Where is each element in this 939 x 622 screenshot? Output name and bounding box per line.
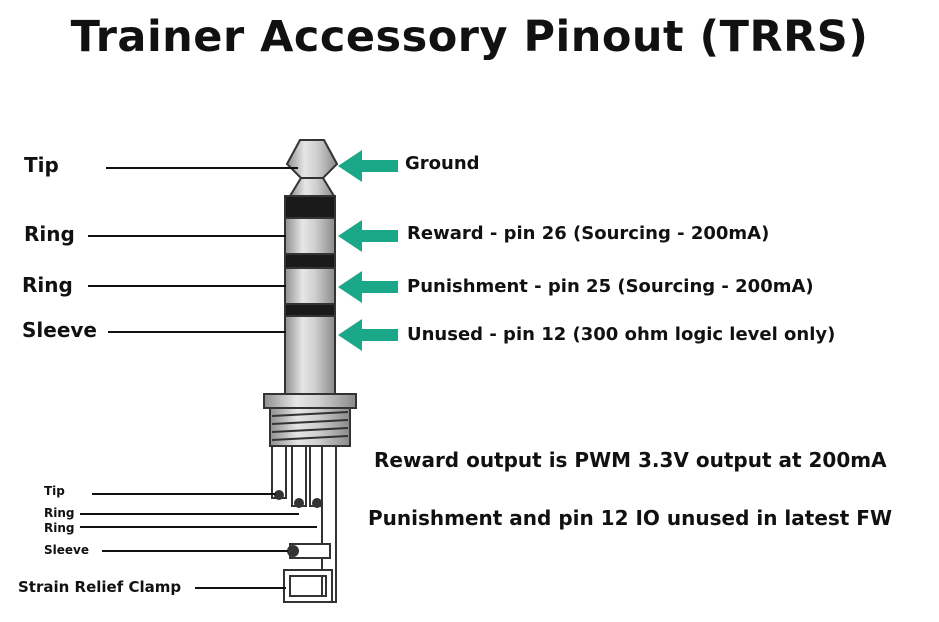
terminal-ring-1	[291, 445, 307, 507]
solder-dot-tip	[274, 490, 284, 500]
plug-sleeve	[284, 315, 336, 395]
solder-label-strain-relief: Strain Relief Clamp	[18, 578, 182, 596]
label-ring-1: Ring	[24, 222, 75, 246]
plug-neck	[288, 177, 336, 197]
thread-lines	[271, 411, 349, 441]
arrow-ring-1-icon	[338, 220, 398, 252]
solder-dot-sleeve	[287, 545, 299, 557]
solder-label-ring-2: Ring	[44, 521, 75, 535]
solder-label-ring-1: Ring	[44, 506, 75, 520]
plug-tip	[285, 139, 339, 179]
solder-dot-ring-1	[294, 498, 304, 508]
arrow-sleeve-icon	[338, 319, 398, 351]
insulator-band-2	[284, 253, 336, 269]
solder-label-tip: Tip	[44, 484, 65, 498]
pin-desc-sleeve: Unused - pin 12 (300 ohm logic level onl…	[407, 324, 836, 345]
strain-relief-clamp	[283, 569, 333, 603]
label-ring-2: Ring	[22, 273, 73, 297]
note-reward: Reward output is PWM 3.3V output at 200m…	[374, 448, 887, 472]
plug-ring-1	[284, 217, 336, 255]
arrow-ring-2-icon	[338, 271, 398, 303]
pin-desc-ring-1: Reward - pin 26 (Sourcing - 200mA)	[407, 223, 770, 244]
solder-dot-ring-2	[312, 498, 322, 508]
note-punishment: Punishment and pin 12 IO unused in lates…	[368, 506, 893, 530]
pin-desc-ring-2: Punishment - pin 25 (Sourcing - 200mA)	[407, 276, 814, 297]
label-tip: Tip	[24, 153, 59, 177]
plug-collar	[263, 393, 357, 409]
page-title: Trainer Accessory Pinout (TRRS)	[70, 12, 869, 62]
plug-ring-2	[284, 267, 336, 305]
insulator-band-3	[284, 303, 336, 317]
solder-label-sleeve: Sleeve	[44, 543, 89, 557]
arrow-tip-icon	[338, 150, 398, 182]
insulator-band-1	[284, 195, 336, 219]
pin-desc-tip: Ground	[405, 153, 480, 174]
label-sleeve: Sleeve	[22, 318, 97, 342]
